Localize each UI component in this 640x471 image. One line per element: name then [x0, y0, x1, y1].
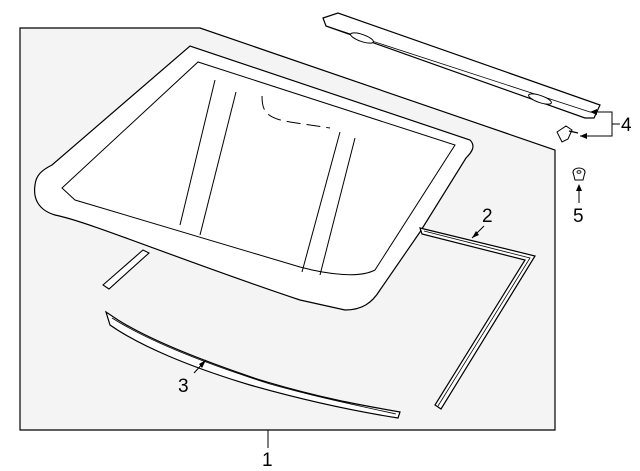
side-molding-groove — [423, 230, 531, 407]
leader-arrowheads — [199, 109, 597, 368]
windshield-inner-edge — [61, 61, 456, 276]
windshield-reflection — [179, 79, 356, 276]
lower-molding — [104, 310, 401, 419]
callout-1: 1 — [262, 450, 273, 471]
retainer-nut — [572, 167, 586, 181]
callout-3: 3 — [178, 376, 189, 397]
callout-2: 2 — [482, 206, 493, 227]
reveal-molding-slot-left — [350, 32, 374, 44]
reveal-molding-slot-right — [528, 93, 552, 105]
side-molding-left — [102, 249, 150, 290]
callout-4: 4 — [621, 115, 632, 136]
retainer-clip — [556, 125, 579, 143]
windshield-tint-band — [261, 95, 331, 129]
callout-5: 5 — [573, 206, 584, 227]
lower-molding-groove — [111, 317, 397, 415]
side-molding — [419, 227, 536, 410]
